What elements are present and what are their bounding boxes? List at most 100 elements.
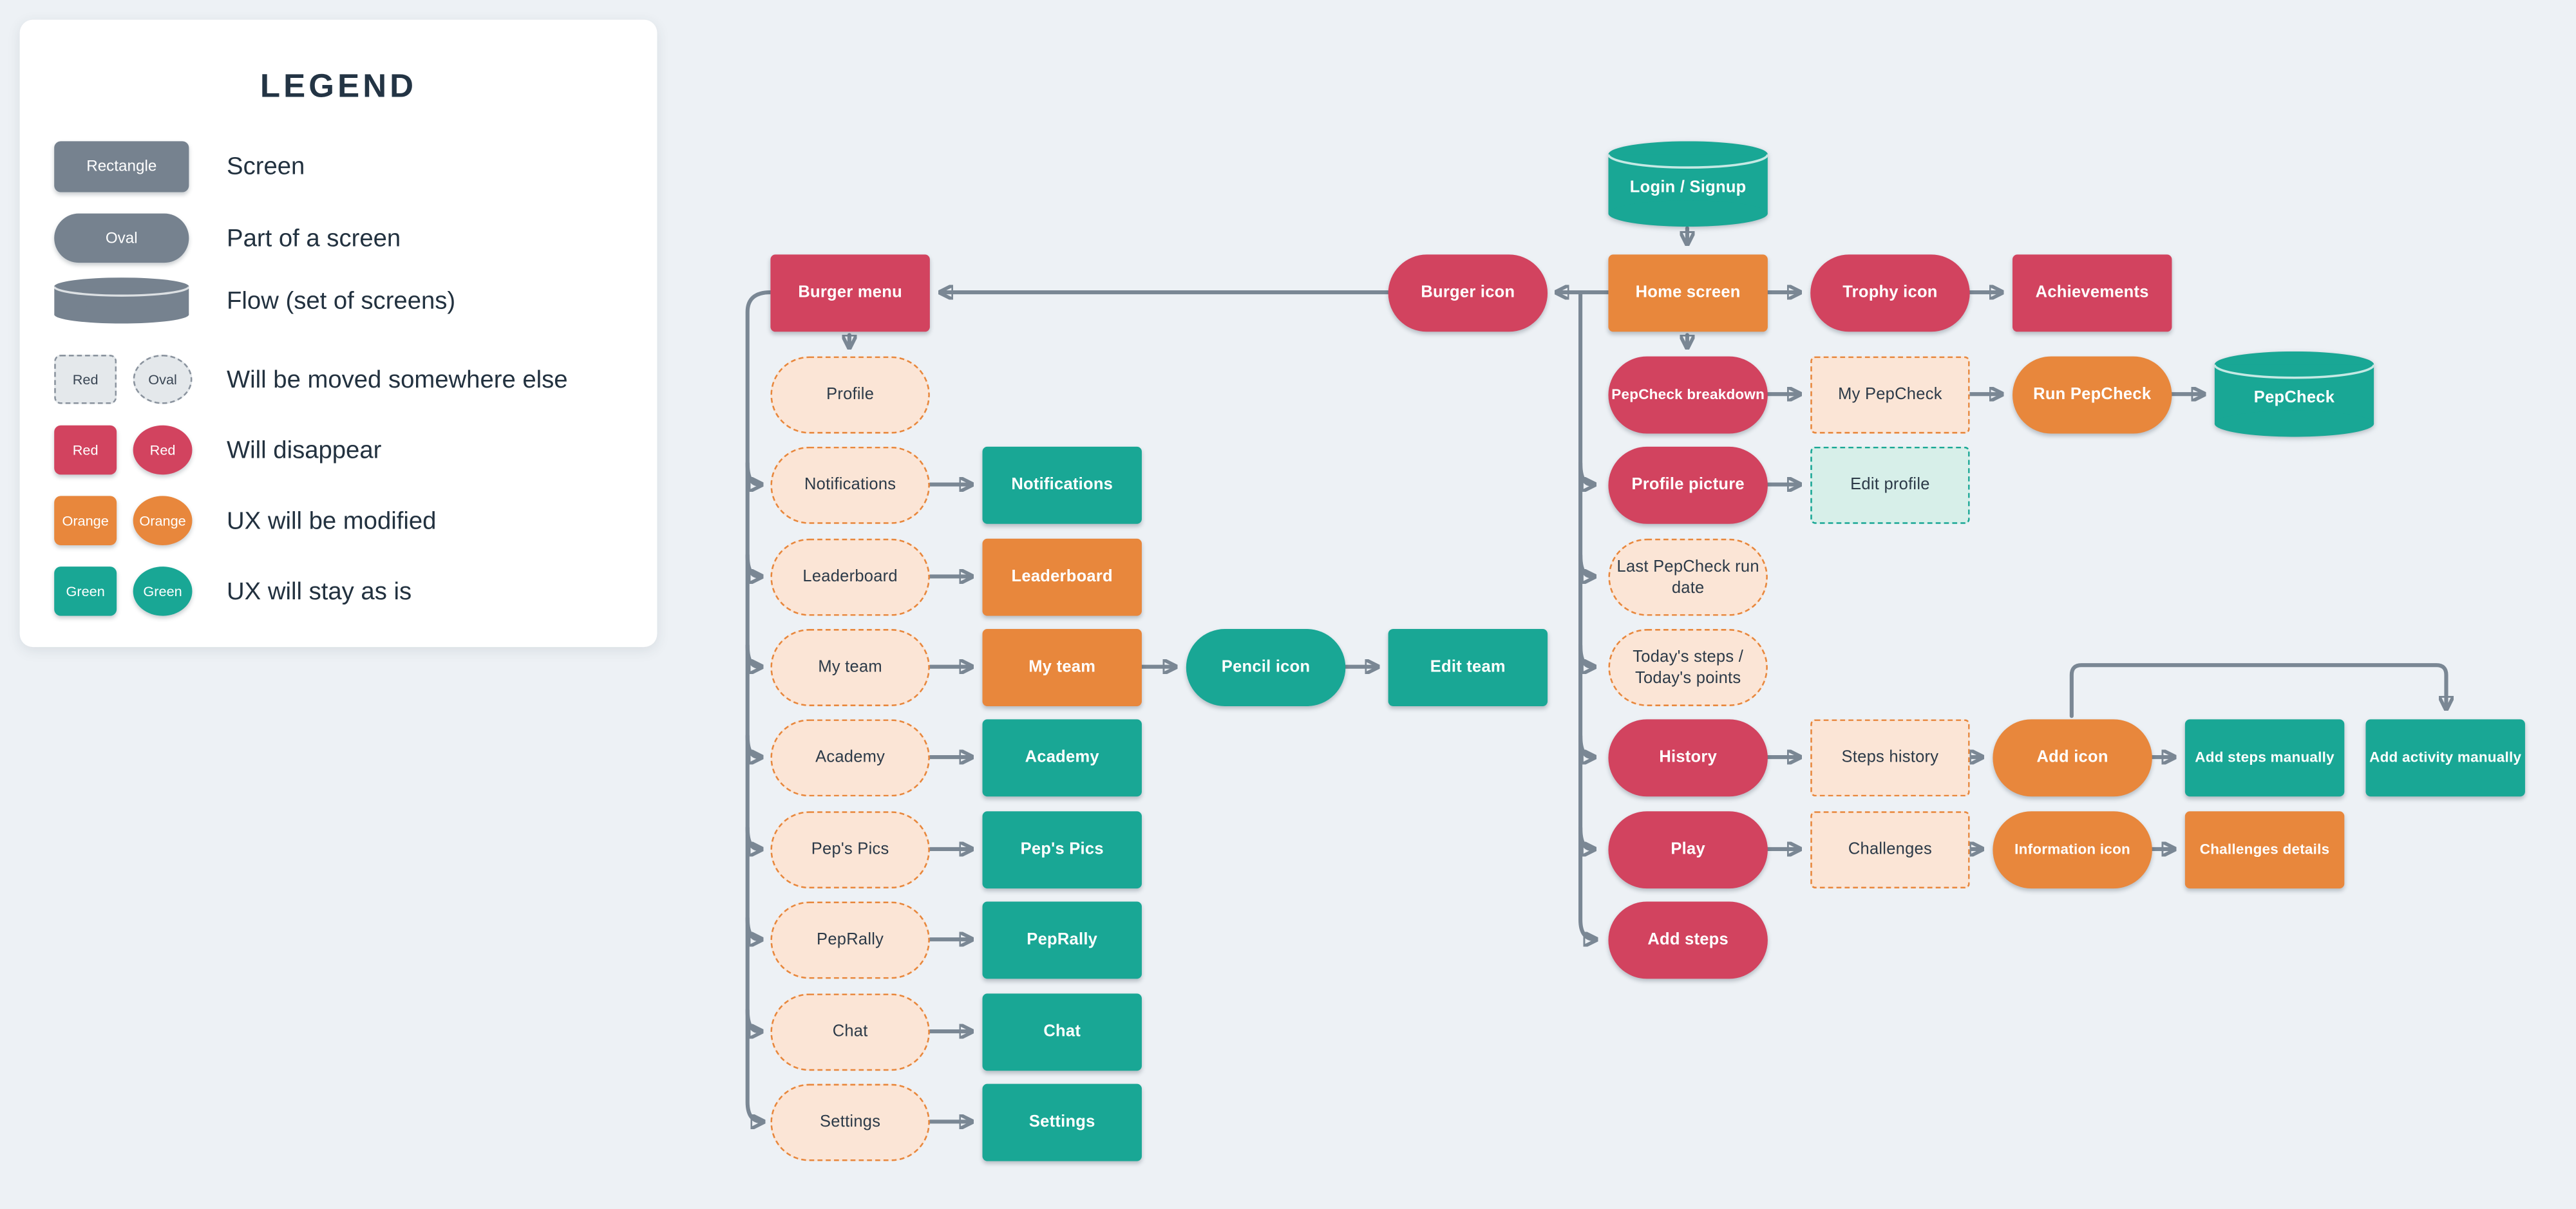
connector-trunk-to-peps-pics	[745, 825, 761, 849]
legend-oval-swatch: Oval	[54, 213, 189, 263]
node-profile-picture[interactable]: Profile picture	[1608, 446, 1768, 524]
connector-trunk-to-notifications	[745, 461, 761, 484]
legend-orange-oval-swatch: Orange	[133, 496, 193, 545]
node-label: Trophy icon	[1842, 284, 1938, 303]
node-label: Edit profile	[1850, 476, 1930, 494]
node-challenges[interactable]: Challenges	[1810, 811, 1970, 889]
node-notifications-item[interactable]: Notifications	[770, 446, 930, 524]
legend-swatch-label: Red	[72, 442, 99, 458]
legend-swatch-label: Oval	[105, 229, 138, 247]
connector-trunk-to-peprally	[745, 915, 761, 939]
legend-description: Screen	[227, 153, 305, 181]
node-pepcheck-flow[interactable]: PepCheck	[2214, 351, 2374, 437]
node-label: Notifications	[804, 476, 896, 494]
node-peprally-screen[interactable]: PepRally	[982, 901, 1142, 979]
node-my-team-screen[interactable]: My team	[982, 629, 1142, 706]
legend-description: Will be moved somewhere else	[227, 365, 568, 393]
legend-cylinder-swatch	[54, 277, 189, 324]
connector-trunk-to-todays-steps	[1578, 643, 1593, 667]
node-label: Profile	[826, 386, 875, 404]
node-label: Steps history	[1841, 749, 1939, 767]
node-label: Profile picture	[1631, 476, 1745, 494]
node-home-screen[interactable]: Home screen	[1608, 254, 1768, 332]
node-trophy-icon[interactable]: Trophy icon	[1810, 254, 1970, 332]
node-academy-screen[interactable]: Academy	[982, 719, 1142, 797]
node-label: My PepCheck	[1838, 386, 1942, 404]
node-pencil-icon[interactable]: Pencil icon	[1186, 629, 1346, 706]
node-my-pepcheck[interactable]: My PepCheck	[1810, 356, 1970, 434]
legend-swatch-label: Orange	[139, 512, 186, 529]
node-label: Add steps	[1647, 931, 1728, 950]
node-leaderboard-item[interactable]: Leaderboard	[770, 538, 930, 616]
connector-trunk-to-my-team	[745, 643, 761, 667]
node-login-signup[interactable]: Login / Signup	[1608, 141, 1768, 227]
node-profile[interactable]: Profile	[770, 356, 930, 434]
node-peps-pics-item[interactable]: Pep's Pics	[770, 811, 930, 889]
node-steps-history[interactable]: Steps history	[1810, 719, 1970, 797]
node-settings-item[interactable]: Settings	[770, 1083, 930, 1161]
node-add-steps-manually[interactable]: Add steps manually	[2184, 719, 2345, 797]
node-label: Chat	[1043, 1023, 1081, 1042]
node-settings-screen[interactable]: Settings	[982, 1083, 1142, 1161]
legend-description: UX will stay as is	[227, 577, 412, 606]
node-label: Academy	[1025, 749, 1099, 767]
node-edit-profile[interactable]: Edit profile	[1810, 446, 1970, 524]
node-play[interactable]: Play	[1608, 811, 1768, 889]
legend-row-part-of-screen: Oval Part of a screen	[54, 213, 641, 263]
legend-red-rect-swatch: Red	[54, 425, 117, 475]
node-add-steps[interactable]: Add steps	[1608, 901, 1768, 979]
node-add-activity-manually[interactable]: Add activity manually	[2365, 719, 2525, 797]
node-label: My team	[818, 658, 882, 677]
node-last-pepcheck-run-date[interactable]: Last PepCheck run date	[1608, 538, 1768, 616]
connector-add-icon-to-add-activity	[2069, 663, 2447, 718]
node-burger-menu[interactable]: Burger menu	[770, 254, 930, 332]
connector-trunk-to-last-pepcheck	[1578, 553, 1593, 576]
node-achievements[interactable]: Achievements	[2012, 254, 2172, 332]
legend-swatch-label: Orange	[62, 512, 109, 529]
node-label: PepCheck	[2253, 389, 2335, 408]
legend-row-stay: Green Green UX will stay as is	[54, 567, 641, 616]
node-run-pepcheck[interactable]: Run PepCheck	[2012, 356, 2172, 434]
legend-description: Will disappear	[227, 436, 382, 464]
node-add-icon[interactable]: Add icon	[1993, 719, 2152, 797]
node-academy-item[interactable]: Academy	[770, 719, 930, 797]
node-label: Add icon	[2036, 749, 2108, 767]
node-peprally-item[interactable]: PepRally	[770, 901, 930, 979]
legend-swatch-label: Red	[149, 442, 176, 458]
node-information-icon[interactable]: Information icon	[1993, 811, 2152, 889]
node-label: Last PepCheck run date	[1616, 558, 1759, 597]
node-label: Burger icon	[1421, 284, 1515, 303]
node-todays-steps[interactable]: Today's steps / Today's points	[1608, 629, 1768, 706]
node-chat-screen[interactable]: Chat	[982, 993, 1142, 1071]
node-label: PepRally	[1027, 931, 1098, 950]
node-peps-pics-screen[interactable]: Pep's Pics	[982, 811, 1142, 889]
legend-card: LEGEND Rectangle Screen Oval Part of a s…	[19, 19, 658, 648]
node-my-team-item[interactable]: My team	[770, 629, 930, 706]
node-challenges-details[interactable]: Challenges details	[2184, 811, 2345, 889]
node-chat-item[interactable]: Chat	[770, 993, 930, 1071]
connector-trunk-to-profile-picture	[1578, 461, 1593, 484]
node-leaderboard-screen[interactable]: Leaderboard	[982, 538, 1142, 616]
node-edit-team[interactable]: Edit team	[1388, 629, 1548, 706]
node-label: Chat	[832, 1023, 868, 1042]
connector-trunk-to-academy	[745, 733, 761, 757]
legend-row-modified: Orange Orange UX will be modified	[54, 496, 641, 545]
node-notifications-screen[interactable]: Notifications	[982, 446, 1142, 524]
legend-red-oval-swatch: Red	[133, 425, 193, 475]
legend-swatch-label: Green	[143, 583, 182, 600]
node-label: Home screen	[1635, 284, 1741, 303]
node-label: Login / Signup	[1629, 179, 1747, 198]
legend-dashed-rect-swatch: Red	[54, 355, 117, 404]
cylinder-shape	[1608, 141, 1768, 227]
node-label: Edit team	[1430, 658, 1506, 677]
node-label: Leaderboard	[1011, 568, 1113, 586]
node-label: Challenges	[1848, 841, 1933, 859]
node-burger-icon[interactable]: Burger icon	[1388, 254, 1548, 332]
node-pepcheck-breakdown[interactable]: PepCheck breakdown	[1608, 356, 1768, 434]
node-history[interactable]: History	[1608, 719, 1768, 797]
legend-row-flow: Flow (set of screens)	[54, 277, 641, 324]
node-label: Pencil icon	[1221, 658, 1311, 677]
legend-green-rect-swatch: Green	[54, 567, 117, 616]
legend-description: UX will be modified	[227, 506, 437, 535]
node-label: Settings	[820, 1113, 881, 1132]
